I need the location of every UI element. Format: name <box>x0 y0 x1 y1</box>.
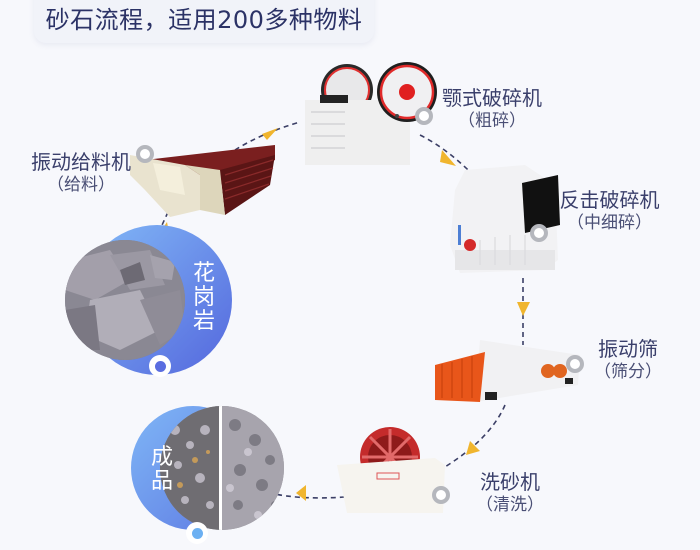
page-title: 砂石流程，适用200多种物料 <box>45 6 363 34</box>
step-label-vibrating-screen: 振动筛 （筛分） <box>588 337 668 383</box>
feeder-hotspot[interactable] <box>136 145 154 163</box>
impact-crusher-image <box>450 165 560 273</box>
sand-washer-image <box>337 427 445 513</box>
step-name: 振动筛 <box>598 337 658 361</box>
step-sub: （粗碎） <box>458 111 526 131</box>
vibrating-screen-hotspot[interactable] <box>566 355 584 373</box>
vibrating-feeder-image <box>130 145 275 217</box>
step-sub: （给料） <box>47 175 115 195</box>
step-label-impact-crusher: 反击破碎机 （中细碎） <box>552 188 667 234</box>
connector-washer-to-product <box>269 492 346 499</box>
step-name: 洗砂机 <box>480 470 540 494</box>
impact-crusher-hotspot[interactable] <box>530 224 548 242</box>
connector-screen-to-washer <box>439 404 506 471</box>
vibrating-screen-image <box>435 340 580 402</box>
arrow-icon <box>466 441 480 455</box>
step-label-jaw-crusher: 颚式破碎机 （粗碎） <box>437 86 547 132</box>
granite-node-marker <box>149 355 171 377</box>
step-sub: （筛分） <box>594 362 662 382</box>
jaw-crusher-hotspot[interactable] <box>415 107 433 125</box>
connector-feeder-to-jaw <box>234 121 301 151</box>
step-sub: （清洗） <box>476 495 544 515</box>
step-sub: （中细碎） <box>567 213 652 233</box>
arrow-icon <box>262 128 278 140</box>
step-label-sand-washer: 洗砂机 （清洗） <box>470 470 550 516</box>
sand-washer-hotspot[interactable] <box>432 486 450 504</box>
step-name: 颚式破碎机 <box>442 86 542 110</box>
step-label-feeder: 振动给料机 （给料） <box>26 150 136 196</box>
arrow-icon <box>517 302 530 316</box>
step-name: 振动给料机 <box>31 150 131 174</box>
arrow-icon <box>296 485 306 501</box>
arrow-icon <box>440 150 456 166</box>
product-label: 成品 <box>150 445 173 494</box>
granite-node <box>65 225 232 375</box>
jaw-crusher-image <box>305 62 437 165</box>
product-node-marker <box>186 522 208 544</box>
granite-label: 花岗岩 <box>192 261 215 334</box>
title-card: 砂石流程，适用200多种物料 <box>34 0 374 43</box>
step-name: 反击破碎机 <box>559 188 660 212</box>
